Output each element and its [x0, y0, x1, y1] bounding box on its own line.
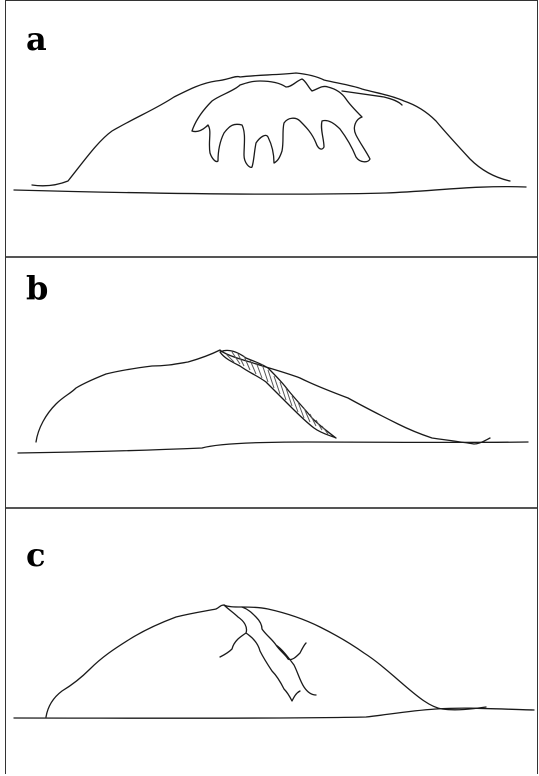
dome-outline-a — [32, 73, 510, 186]
panel-b: b — [6, 256, 537, 507]
volcano-sketch-a — [6, 1, 539, 257]
lava-flow-edge-a — [342, 91, 402, 105]
panel-c: c — [6, 507, 537, 774]
panel-a: a — [6, 0, 537, 256]
figure-frame: a b — [5, 0, 538, 774]
volcano-sketch-b — [6, 258, 539, 509]
dome-outline-b — [36, 350, 490, 444]
ground-line-b — [18, 442, 528, 453]
volcano-sketch-c — [6, 509, 539, 776]
lava-flow-a — [192, 79, 370, 167]
ground-line-a — [14, 187, 526, 195]
